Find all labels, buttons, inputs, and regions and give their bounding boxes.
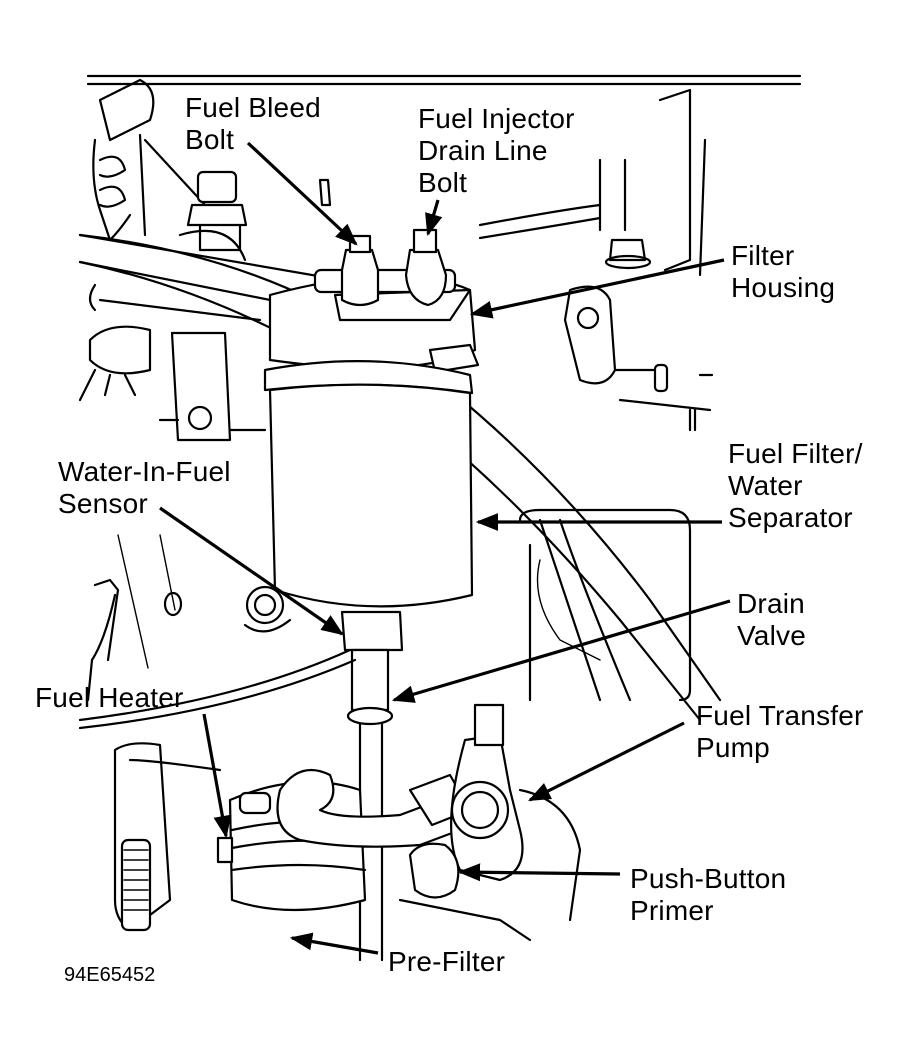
filter-housing (268, 228, 480, 374)
label-line: Sensor (58, 488, 148, 519)
label-line: Push-Button (630, 863, 787, 894)
engine-background-right (478, 88, 714, 702)
label-line: Fuel Bleed (185, 92, 321, 123)
label-line: Primer (630, 895, 714, 926)
label-line: Water-In-Fuel (58, 456, 231, 487)
fuel-filter-canister (263, 360, 474, 962)
fuel-transfer-pump (216, 703, 582, 942)
leader-fuel-bleed-bolt (246, 141, 358, 246)
label-line: Drain Line (418, 135, 548, 166)
label-line: Fuel Injector (418, 103, 575, 134)
leader-drain-valve (391, 599, 731, 703)
label-line: Fuel Transfer (696, 700, 864, 731)
label-line: Drain (737, 588, 805, 619)
engine-top-edge (86, 74, 802, 86)
leader-fuel-heater (202, 713, 232, 839)
wiring-harness (78, 534, 357, 932)
engine-background-left (78, 78, 372, 442)
label-line: Water (728, 470, 803, 501)
leader-water-in-fuel-sensor (159, 506, 344, 636)
label-line: Bolt (185, 124, 235, 155)
label-line: Housing (731, 272, 836, 303)
figure-id-code: 94E65452 (64, 964, 156, 986)
label-line: Fuel Heater (35, 682, 184, 713)
label-line: Pre-Filter (388, 946, 506, 977)
label-line: Bolt (418, 167, 468, 198)
label-line: Filter (731, 240, 795, 271)
leader-fuel-injector-drain-line-bolt (425, 199, 443, 237)
leader-pre-filter (289, 932, 379, 955)
leader-fuel-transfer-pump (527, 721, 685, 802)
label-line: Valve (737, 620, 806, 651)
label-pre-filter: Pre-Filter (388, 946, 505, 978)
label-fuel-heater: Fuel Heater (35, 682, 184, 714)
label-line: Pump (696, 732, 770, 763)
label-line: Separator (728, 502, 853, 533)
label-line: Fuel Filter/ (728, 438, 863, 469)
engine-boss (243, 585, 292, 633)
leader-filter-housing (469, 258, 725, 319)
leader-push-button-primer (457, 863, 621, 882)
